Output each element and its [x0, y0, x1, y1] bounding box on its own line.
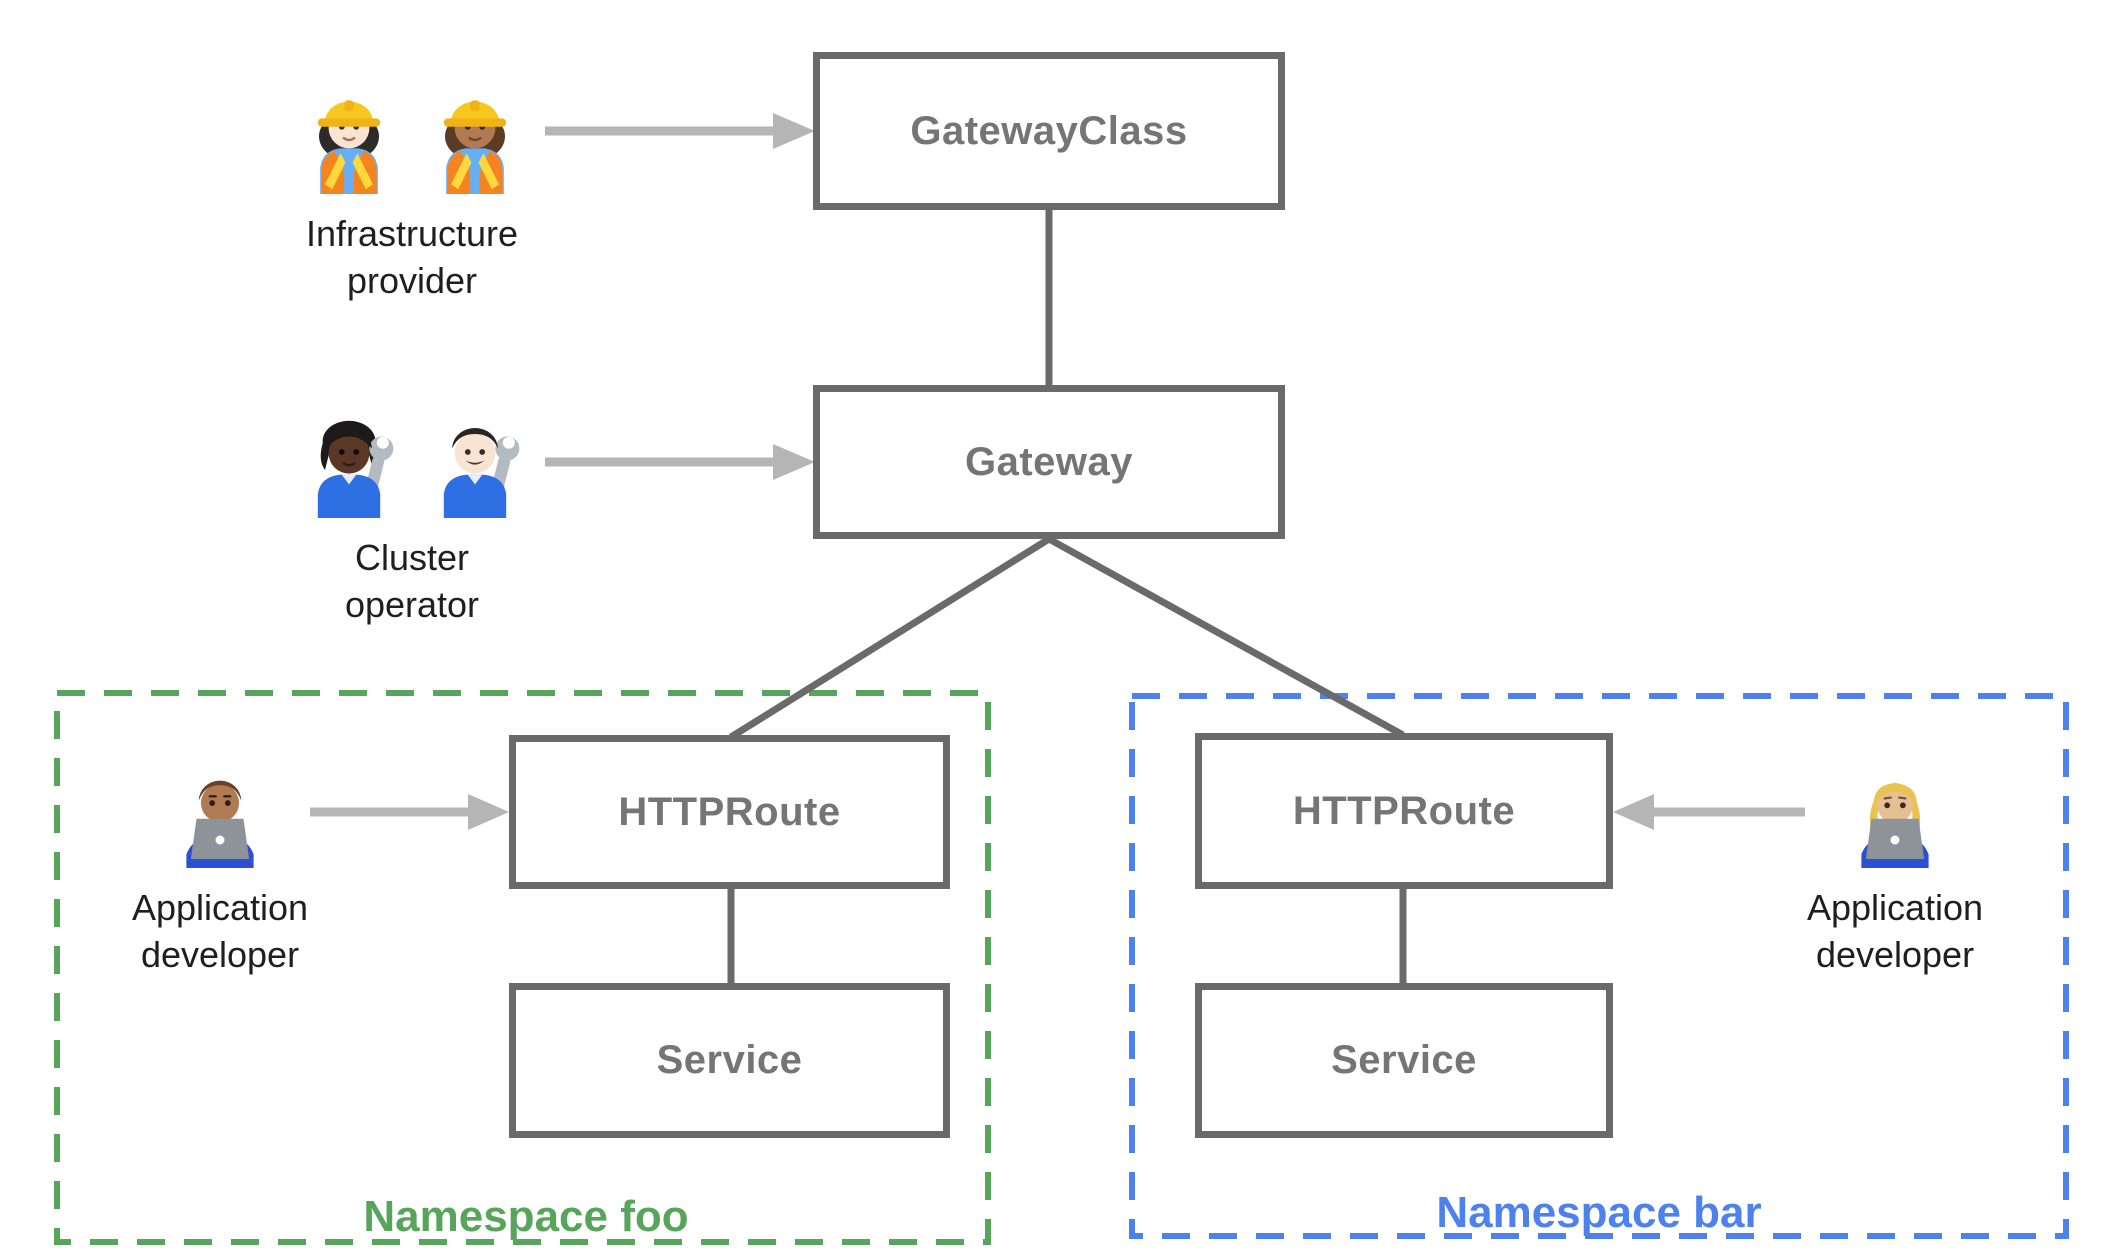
arrow-infrastructure-provider	[545, 113, 815, 149]
application-developer-foo-label: Application developer	[131, 887, 309, 975]
service-bar-box: Service	[1195, 983, 1613, 1138]
arrow-cluster-operator	[545, 444, 815, 480]
connector-gateway-httproute-foo	[729, 536, 1051, 740]
persona-infrastructure-provider: Infrastructure provider	[252, 74, 572, 304]
namespace-foo-boundary	[54, 690, 991, 1245]
mechanic-dark-icon	[317, 420, 394, 518]
man-technologist-icon	[186, 780, 254, 868]
namespace-bar-label: Namespace bar	[1436, 1188, 1762, 1237]
connector-gateway-httproute-bar	[1047, 535, 1405, 739]
persona-application-developer-foo: Application developer	[60, 756, 380, 978]
application-developer-bar-icons	[1839, 756, 1951, 868]
arrow-head	[468, 794, 509, 830]
man-mechanic-light-icon	[443, 428, 520, 518]
application-developer-bar-label: Application developer	[1806, 887, 1984, 975]
cluster-operator-icons	[289, 398, 535, 518]
cluster-operator-label: Cluster operator	[344, 537, 480, 625]
gatewayclass-box: GatewayClass	[813, 52, 1285, 210]
woman-technologist-icon	[1861, 782, 1929, 868]
namespace-foo-label: Namespace foo	[363, 1192, 689, 1241]
arrow-head	[1613, 794, 1654, 830]
persona-application-developer-bar: Application developer	[1735, 756, 2055, 978]
woman-construction-worker-light-icon	[317, 100, 381, 194]
infrastructure-provider-icons	[289, 74, 535, 194]
arrow-head	[773, 113, 815, 149]
woman-construction-worker-medium-icon	[443, 100, 507, 194]
service-foo-box: Service	[509, 983, 950, 1138]
application-developer-foo-icons	[164, 756, 276, 868]
namespace-bar-boundary	[1129, 693, 2069, 1239]
persona-cluster-operator: Cluster operator	[252, 398, 572, 628]
gateway-box: Gateway	[813, 385, 1285, 539]
httproute-foo-box: HTTPRoute	[509, 735, 950, 889]
arrow-head	[773, 444, 815, 480]
httproute-bar-box: HTTPRoute	[1195, 733, 1613, 889]
infrastructure-provider-label: Infrastructure provider	[305, 213, 519, 301]
arrow-application-developer-foo	[310, 794, 509, 830]
arrow-application-developer-bar	[1613, 794, 1805, 830]
